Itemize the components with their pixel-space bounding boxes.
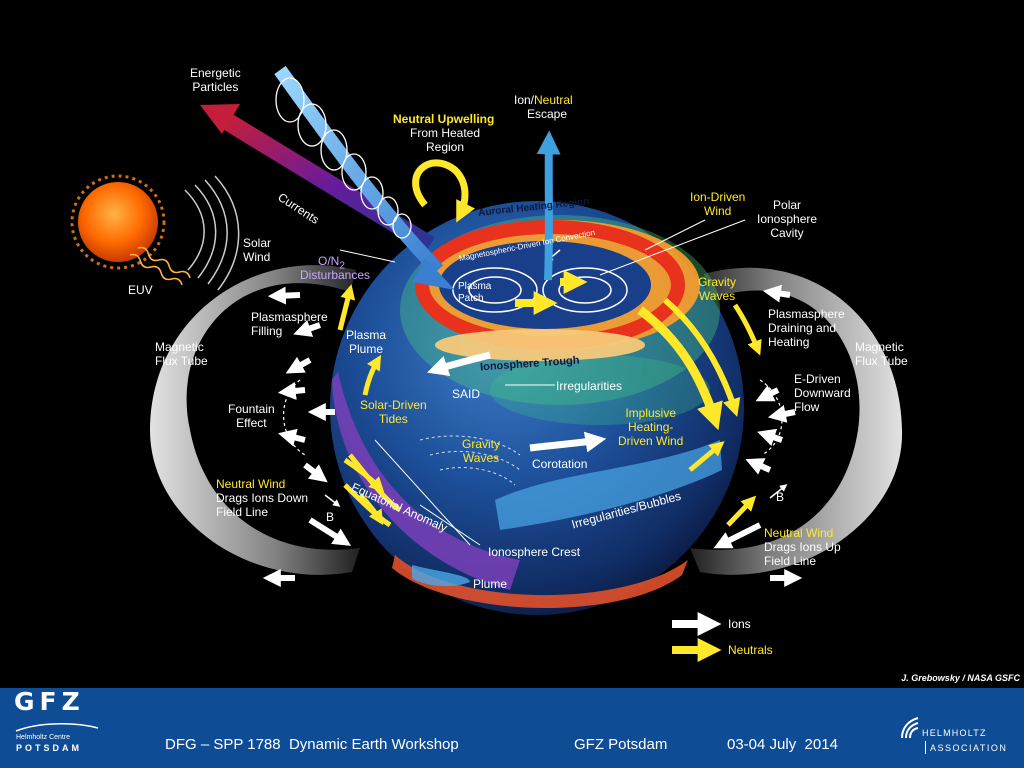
label-disturbances: Disturbances — [300, 268, 371, 282]
label-plasmasphere-filling: Plasmasphere Filling — [251, 310, 328, 338]
label-neutral-wind-down-body: Drags Ions Down Field Line — [216, 491, 309, 519]
label-neutral-upwelling: Neutral Upwelling — [393, 112, 495, 126]
label-gravity-waves-center: Gravity Waves — [462, 437, 501, 465]
gfz-logo-potsdam: POTSDAM — [16, 743, 82, 753]
helmholtz-logo-icon — [901, 717, 919, 739]
gfz-logo-text: GFZ — [14, 687, 85, 716]
label-neutral-wind-up-title: Neutral Wind — [764, 526, 834, 540]
label-e-driven-flow: E-Driven Downward Flow — [794, 372, 851, 414]
label-escape: Escape — [527, 107, 568, 121]
label-said: SAID — [452, 387, 481, 401]
label-b-left: B — [326, 510, 335, 524]
footer-location: GFZ Potsdam — [574, 736, 668, 753]
label-ionosphere-crest: Ionosphere Crest — [488, 545, 581, 559]
ion-neutral-escape-arrow — [536, 130, 561, 281]
label-corotation: Corotation — [532, 457, 588, 471]
ion-arrows-right — [713, 284, 803, 587]
label-irregularities: Irregularities — [556, 379, 623, 393]
label-plasma-patch: Plasma Patch — [458, 281, 492, 304]
label-ion-driven-wind: Ion-Driven Wind — [690, 190, 746, 218]
label-magnetic-flux-tube-right: Magnetic Flux Tube — [855, 340, 908, 368]
gfz-logo-subtitle: Helmholtz Centre — [16, 734, 71, 741]
label-euv: EUV — [128, 283, 153, 297]
irregularities-blobs — [495, 440, 722, 530]
image-credit: J. Grebowsky / NASA GSFC — [901, 673, 1020, 683]
footer-bar — [0, 688, 1024, 768]
ionosphere-trough-arrow — [427, 351, 491, 376]
helmholtz-association: ASSOCIATION — [930, 743, 1008, 753]
gravity-waves-right-arrow — [732, 303, 762, 356]
label-plume: Plume — [473, 577, 508, 591]
label-gravity-waves-right: Gravity Waves — [698, 275, 737, 303]
label-solar-driven-tides: Solar-Driven Tides — [360, 398, 427, 426]
label-plasma-plume: Plasma Plume — [346, 328, 387, 356]
ionosphere-diagram — [70, 65, 903, 662]
label-plasmasphere-draining: Plasmasphere Draining and Heating — [768, 307, 845, 349]
label-polar-cavity: Polar Ionosphere Cavity — [757, 198, 818, 240]
label-ion-neutral: Ion/Neutral — [514, 93, 573, 107]
label-fountain-effect: Fountain Effect — [228, 402, 275, 430]
legend-ions-label: Ions — [728, 617, 751, 631]
helmholtz-divider — [925, 741, 926, 754]
footer-workshop: DFG – SPP 1788 Dynamic Earth Workshop — [165, 736, 459, 753]
label-on2: O/N2 — [318, 254, 345, 272]
plasma-plume-arrow — [337, 284, 356, 331]
legend-neutrals-label: Neutrals — [728, 643, 773, 657]
label-energetic-particles: Energetic Particles — [190, 66, 241, 94]
particle-spiral — [275, 77, 412, 239]
solar-tides-arrow — [362, 354, 382, 396]
label-from-heated-region: From Heated Region — [410, 126, 481, 154]
corotation-arrow — [529, 431, 607, 453]
sun — [78, 182, 158, 262]
label-solar-wind: Solar Wind — [243, 236, 272, 264]
magnetic-flux-tube-right — [690, 267, 903, 575]
ionosphere-trough-band — [435, 329, 645, 361]
ion-arrows-left — [262, 286, 352, 587]
gfz-logo-swoosh-icon — [15, 723, 99, 732]
label-magnetic-flux-tube-left: Magnetic Flux Tube — [155, 340, 208, 368]
helmholtz-word: HELMHOLTZ — [922, 728, 987, 738]
euv-waves — [129, 253, 183, 286]
neutral-upwelling-arrow — [412, 159, 476, 223]
implusive-wind-arrow — [637, 306, 723, 431]
label-b-right: B — [776, 490, 785, 504]
magnetic-flux-tube-left — [150, 265, 360, 575]
label-neutral-wind-down-title: Neutral Wind — [216, 477, 286, 491]
footer-date: 03-04 July 2014 — [727, 736, 838, 753]
atmosphere-bottom-band — [392, 555, 688, 608]
label-implusive-wind: Implusive Heating- Driven Wind — [618, 406, 684, 448]
polar-cap — [439, 241, 651, 329]
solar-wind-current-band — [274, 65, 444, 275]
label-neutral-wind-up-body: Drags Ions Up Field Line — [764, 540, 841, 568]
